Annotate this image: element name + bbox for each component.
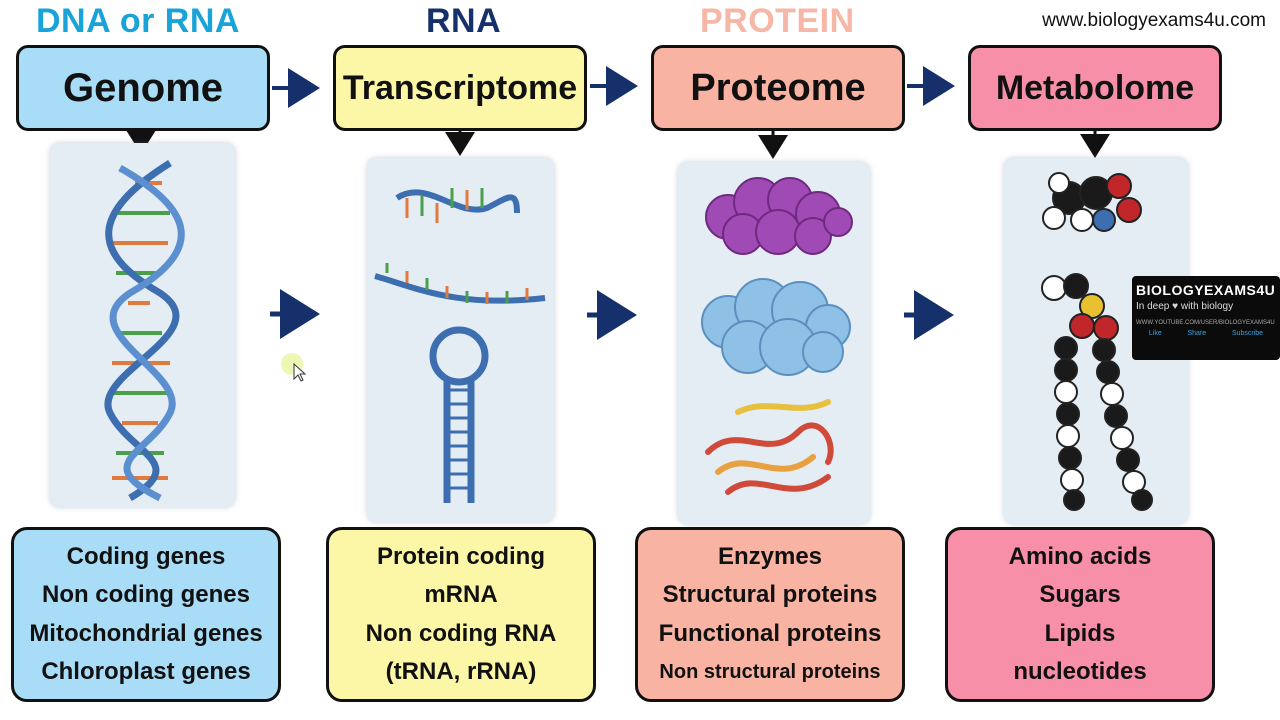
list-item: Non structural proteins [659, 661, 881, 683]
list-item: (tRNA, rRNA) [385, 658, 537, 685]
genome-label: Genome [62, 65, 224, 110]
proteome-label: Proteome [690, 66, 866, 109]
list-item: Lipids [1044, 619, 1116, 647]
list-item: Sugars [1039, 581, 1121, 608]
list-item: Functional proteins [658, 619, 882, 647]
list-item: Non coding genes [41, 581, 250, 608]
metabolite-illustration [1041, 172, 1153, 511]
transcriptome-list: Protein coding mRNA Non coding RNA (tRNA… [326, 527, 596, 702]
badge-subscribe[interactable]: Subscribe [1231, 330, 1264, 337]
list-item: Protein coding [377, 542, 545, 570]
rna-illustration [374, 188, 546, 503]
dna-helix-illustration [104, 160, 185, 502]
protein-illustration [701, 177, 853, 495]
channel-badge[interactable]: BIOLOGYEXAMS4U In deep ♥ with biology WW… [1132, 276, 1280, 360]
badge-brand: BIOLOGYEXAMS4U [1136, 282, 1276, 298]
badge-share[interactable]: Share [1187, 330, 1207, 337]
cursor-icon [281, 353, 307, 382]
proteome-list: Enzymes Structural proteins Functional p… [635, 527, 905, 702]
list-item: Structural proteins [662, 581, 878, 608]
list-item: Coding genes [66, 542, 226, 570]
metabolome-box: Metabolome [968, 45, 1222, 131]
metabolome-list: Amino acids Sugars Lipids nucleotides [945, 527, 1215, 702]
list-item: Non coding RNA [365, 619, 557, 647]
list-item: Mitochondrial genes [29, 619, 263, 647]
badge-tagline: In deep ♥ with biology [1136, 301, 1234, 312]
badge-url: WWW.YOUTUBE.COM/USER/BIOLOGYEXAMS4U [1136, 320, 1275, 326]
transcriptome-box: Transcriptome [333, 45, 587, 131]
list-item: Enzymes [717, 542, 823, 570]
badge-like[interactable]: Like [1148, 330, 1162, 337]
website-url: www.biologyexams4u.com [1042, 10, 1266, 31]
list-item: Amino acids [1008, 542, 1152, 570]
header-dna-or-rna: DNA or RNA [36, 2, 240, 40]
genome-box: Genome [16, 45, 270, 131]
header-rna: RNA [426, 2, 502, 40]
genome-list: Coding genes Non coding genes Mitochondr… [11, 527, 281, 702]
list-item: nucleotides [1013, 658, 1147, 685]
transcriptome-label: Transcriptome [342, 68, 578, 107]
list-item: Chloroplast genes [41, 658, 251, 685]
proteome-box: Proteome [651, 45, 905, 131]
metabolome-label: Metabolome [995, 68, 1195, 107]
header-protein: PROTEIN [700, 2, 855, 40]
list-item: mRNA [424, 581, 498, 608]
